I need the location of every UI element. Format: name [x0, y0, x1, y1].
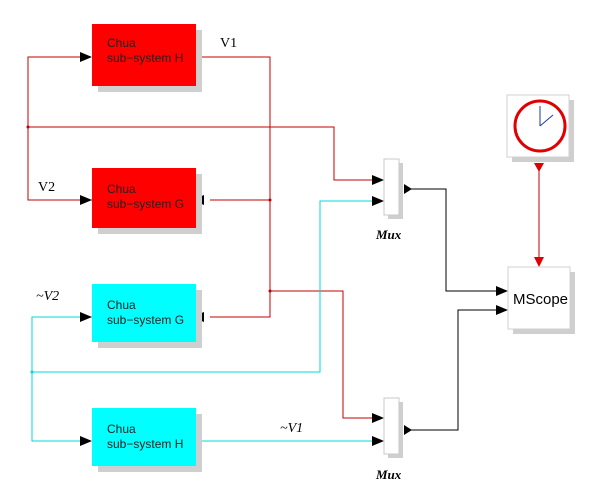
wire-v2t-feedback[interactable]: [31, 316, 92, 442]
block-g2-line1: Chua: [107, 298, 136, 312]
chua-block-g1[interactable]: Chua sub−system G: [92, 168, 202, 234]
wire-mux-top-to-scope[interactable]: [404, 188, 500, 292]
chua-block-h1[interactable]: Chua sub−system H: [92, 24, 202, 92]
wire-v2-feedback[interactable]: [27, 56, 92, 201]
block-g2-line2: sub−system G: [107, 313, 184, 327]
block-g1-line2: sub−system G: [107, 197, 184, 211]
wire-mux-bottom-to-scope[interactable]: [404, 309, 500, 431]
mux-top[interactable]: Mux: [375, 158, 403, 242]
chua-block-h2[interactable]: Chua sub−system H: [92, 408, 202, 472]
label-v1-tilde: ~V1: [280, 421, 303, 436]
mscope-block[interactable]: MScope: [507, 266, 575, 334]
mux-top-label: Mux: [375, 227, 402, 242]
block-h1-line1: Chua: [107, 36, 136, 50]
mux-bottom-label: Mux: [375, 467, 402, 482]
clock-icon[interactable]: [506, 94, 574, 162]
label-v1: V1: [220, 36, 237, 51]
chua-block-g2[interactable]: Chua sub−system G: [92, 284, 202, 348]
wire-v2-to-mux-top[interactable]: [28, 126, 380, 181]
label-v2-tilde: ~V2: [36, 289, 59, 304]
wire-v1[interactable]: [201, 56, 271, 201]
block-h1-line2: sub−system H: [107, 51, 183, 65]
mux-bottom[interactable]: Mux: [375, 397, 403, 482]
block-h2-line1: Chua: [107, 422, 136, 436]
wire-v1-to-g2[interactable]: [210, 200, 271, 318]
mscope-label: MScope: [513, 291, 568, 308]
label-v2: V2: [38, 180, 55, 195]
block-h2-line2: sub−system H: [107, 437, 183, 451]
wire-v1-to-mux-bottom[interactable]: [270, 290, 380, 419]
block-g1-line1: Chua: [107, 182, 136, 196]
wire-v2t-to-mux-top[interactable]: [32, 200, 380, 373]
